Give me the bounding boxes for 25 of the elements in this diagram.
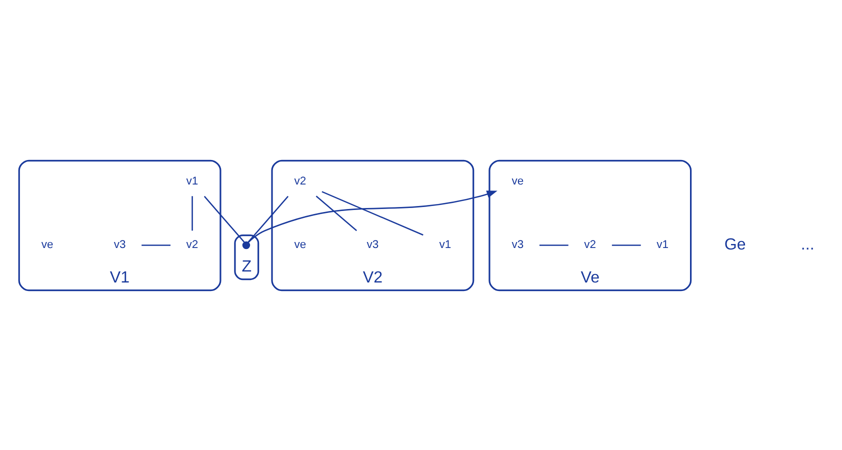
cluster: Z bbox=[234, 234, 260, 280]
node-text: v2 bbox=[584, 238, 596, 251]
node-text: v1 bbox=[656, 238, 669, 251]
connector bbox=[539, 244, 568, 246]
label: Ge bbox=[724, 234, 746, 253]
connector bbox=[192, 196, 193, 230]
label: ... bbox=[800, 234, 814, 253]
connector bbox=[322, 190, 424, 236]
node-text: v1 bbox=[439, 238, 452, 251]
node-text: v2 bbox=[294, 175, 306, 188]
node-text: v3 bbox=[366, 238, 379, 251]
connector bbox=[612, 244, 641, 246]
arrow bbox=[248, 190, 498, 242]
connector bbox=[204, 195, 245, 242]
connector bbox=[248, 195, 289, 242]
node-text: v2 bbox=[186, 238, 198, 251]
connector bbox=[142, 244, 170, 246]
node-text: v1 bbox=[186, 175, 198, 188]
node-text: ve bbox=[512, 175, 524, 188]
node-circle bbox=[242, 240, 250, 249]
node-text: v3 bbox=[114, 238, 126, 251]
node-text: ve bbox=[294, 238, 306, 251]
node-text: ve bbox=[41, 238, 54, 251]
connector bbox=[316, 195, 357, 231]
node-text: v3 bbox=[512, 238, 524, 251]
